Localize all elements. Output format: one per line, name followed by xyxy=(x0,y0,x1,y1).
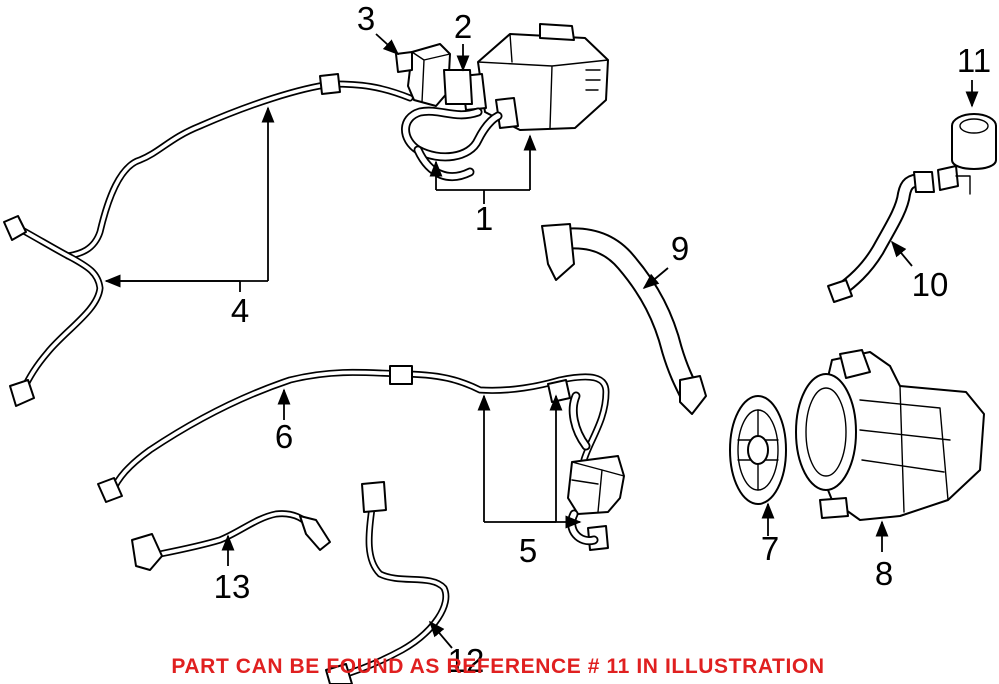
callout-12: 12 xyxy=(448,642,485,679)
throttle-body xyxy=(795,349,985,521)
callout-numbers: 1 2 3 4 5 6 7 8 9 10 11 12 13 xyxy=(214,0,991,679)
throttle-seal xyxy=(729,395,787,505)
callout-5: 5 xyxy=(519,532,537,569)
callout-1: 1 xyxy=(475,200,493,237)
oxygen-sensor-12 xyxy=(325,481,450,684)
callout-7: 7 xyxy=(761,530,779,567)
pcv-valve xyxy=(937,113,997,195)
intake-tube xyxy=(541,223,707,415)
canister-hoses xyxy=(401,106,503,182)
leader-lines xyxy=(104,33,979,649)
callout-4: 4 xyxy=(231,292,249,329)
callout-10: 10 xyxy=(912,266,949,303)
callout-13: 13 xyxy=(214,568,251,605)
leak-detection-pump xyxy=(567,391,625,551)
callout-9: 9 xyxy=(671,230,689,267)
reference-notice: PART CAN BE FOUND AS REFERENCE # 11 IN I… xyxy=(171,655,824,678)
vapor-line-lower xyxy=(97,365,610,503)
callout-3: 3 xyxy=(357,0,375,37)
callout-11: 11 xyxy=(957,42,991,79)
oxygen-sensor-13 xyxy=(131,510,331,571)
evap-canister xyxy=(461,23,609,131)
callout-8: 8 xyxy=(875,555,893,592)
vapor-line xyxy=(3,73,414,407)
callout-2: 2 xyxy=(454,8,472,45)
breather-hose xyxy=(827,171,935,303)
callout-6: 6 xyxy=(275,418,293,455)
purge-valve xyxy=(395,43,473,107)
